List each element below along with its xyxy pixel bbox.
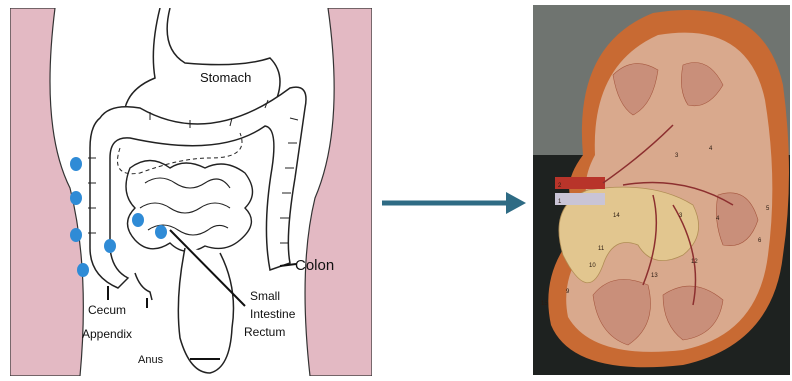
kidney-label: 13 bbox=[651, 273, 658, 279]
kidney-model-photo: 2 1 3 3 4 4 5 6 9 10 11 12 13 14 15 bbox=[533, 5, 790, 375]
marker-dot bbox=[70, 191, 82, 205]
arrow-icon bbox=[380, 188, 530, 218]
label-stomach: Stomach bbox=[200, 70, 251, 85]
renal-artery bbox=[555, 177, 605, 189]
kidney-label: 12 bbox=[691, 259, 698, 265]
kidney-label: 14 bbox=[613, 213, 620, 219]
label-rectum: Rectum bbox=[244, 325, 285, 339]
kidney-label: 15 bbox=[541, 301, 548, 307]
label-small: Small bbox=[250, 289, 280, 303]
kidney-label: 10 bbox=[589, 263, 596, 269]
label-anus: Anus bbox=[138, 354, 164, 366]
marker-dot bbox=[104, 239, 116, 253]
renal-vein bbox=[555, 193, 605, 205]
kidney-label: 11 bbox=[598, 246, 605, 252]
marker-dot bbox=[70, 157, 82, 171]
small-intestine-shape bbox=[126, 161, 253, 252]
marker-dot bbox=[77, 263, 89, 277]
label-intestine: Intestine bbox=[250, 307, 296, 321]
body-right-side bbox=[305, 8, 372, 376]
appendix-shape bbox=[135, 273, 152, 300]
label-appendix: Appendix bbox=[82, 327, 132, 341]
kidney-model-drawing: 2 1 3 3 4 4 5 6 9 10 11 12 13 14 15 bbox=[533, 5, 790, 375]
transition-arrow bbox=[380, 188, 530, 218]
label-cecum: Cecum bbox=[88, 303, 126, 317]
marker-dot bbox=[70, 228, 82, 242]
body-left-side bbox=[10, 8, 83, 376]
marker-dot bbox=[155, 225, 167, 239]
digestive-system-diagram: Stomach Colon Small Intestine Rectum Cec… bbox=[10, 8, 372, 376]
marker-dot bbox=[132, 213, 144, 227]
digestive-system-drawing: Stomach Colon Small Intestine Rectum Cec… bbox=[10, 8, 372, 376]
label-colon: Colon bbox=[295, 257, 334, 274]
